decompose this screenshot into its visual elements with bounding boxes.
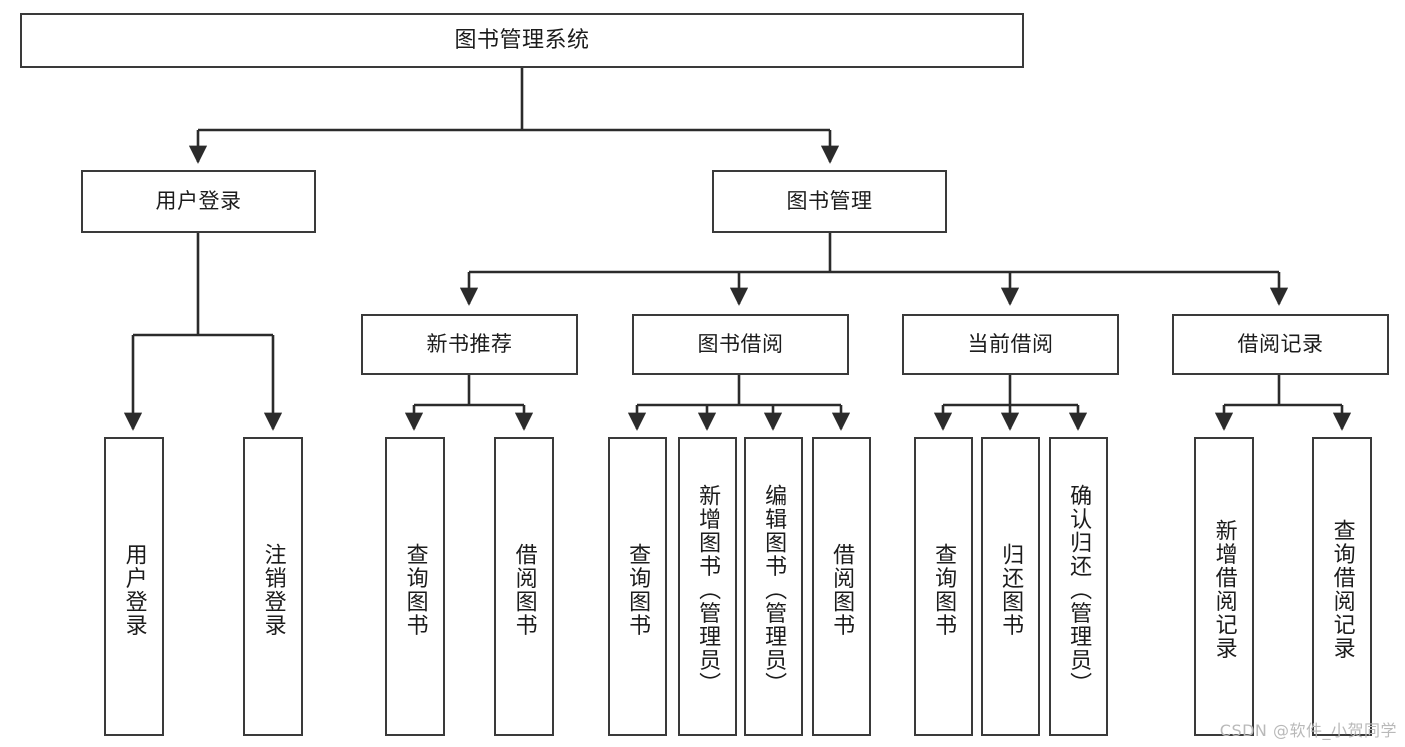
node-leaf-edit-book-label: 编辑图书（管理员） — [761, 483, 787, 696]
node-book-borrow[interactable]: 图书借阅 — [632, 314, 849, 375]
node-leaf-user-login-label: 用户登录 — [121, 542, 147, 637]
node-leaf-logout-label: 注销登录 — [260, 542, 286, 637]
csdn-watermark: CSDN @软件_小贺同学 — [1219, 721, 1397, 740]
node-book-manage[interactable]: 图书管理 — [712, 170, 947, 233]
node-leaf-add-book[interactable]: 新增图书（管理员） — [678, 437, 737, 736]
node-borrow-record-label: 借阅记录 — [1237, 332, 1324, 357]
node-new-book-rec[interactable]: 新书推荐 — [361, 314, 578, 375]
node-root[interactable]: 图书管理系统 — [20, 13, 1024, 68]
node-new-book-rec-label: 新书推荐 — [426, 332, 513, 357]
node-leaf-borrow-book-2-label: 借阅图书 — [829, 542, 855, 637]
node-root-label: 图书管理系统 — [454, 27, 590, 53]
node-leaf-add-record-label: 新增借阅记录 — [1211, 519, 1237, 660]
node-leaf-query-book-1[interactable]: 查询图书 — [385, 437, 445, 736]
node-leaf-return-book[interactable]: 归还图书 — [981, 437, 1040, 736]
node-leaf-edit-book[interactable]: 编辑图书（管理员） — [744, 437, 803, 736]
node-leaf-borrow-book-1[interactable]: 借阅图书 — [494, 437, 554, 736]
node-leaf-query-book-1-label: 查询图书 — [402, 542, 428, 637]
node-user-login[interactable]: 用户登录 — [81, 170, 316, 233]
node-leaf-add-book-label: 新增图书（管理员） — [695, 483, 721, 696]
node-leaf-confirm-return[interactable]: 确认归还（管理员） — [1049, 437, 1108, 736]
node-user-login-label: 用户登录 — [155, 189, 242, 214]
node-leaf-query-record[interactable]: 查询借阅记录 — [1312, 437, 1372, 736]
node-current-borrow[interactable]: 当前借阅 — [902, 314, 1119, 375]
node-leaf-query-record-label: 查询借阅记录 — [1329, 519, 1355, 660]
node-borrow-record[interactable]: 借阅记录 — [1172, 314, 1389, 375]
node-leaf-add-record[interactable]: 新增借阅记录 — [1194, 437, 1254, 736]
node-leaf-query-book-2-label: 查询图书 — [625, 542, 651, 637]
node-leaf-return-book-label: 归还图书 — [998, 542, 1024, 637]
node-leaf-query-book-3-label: 查询图书 — [931, 542, 957, 637]
node-leaf-borrow-book-2[interactable]: 借阅图书 — [812, 437, 871, 736]
node-leaf-query-book-3[interactable]: 查询图书 — [914, 437, 973, 736]
node-book-borrow-label: 图书借阅 — [697, 332, 784, 357]
node-leaf-confirm-return-label: 确认归还（管理员） — [1066, 483, 1092, 696]
node-leaf-logout[interactable]: 注销登录 — [243, 437, 303, 736]
node-leaf-query-book-2[interactable]: 查询图书 — [608, 437, 667, 736]
node-book-manage-label: 图书管理 — [786, 189, 873, 214]
node-leaf-borrow-book-1-label: 借阅图书 — [511, 542, 537, 637]
node-leaf-user-login[interactable]: 用户登录 — [104, 437, 164, 736]
node-current-borrow-label: 当前借阅 — [967, 332, 1054, 357]
